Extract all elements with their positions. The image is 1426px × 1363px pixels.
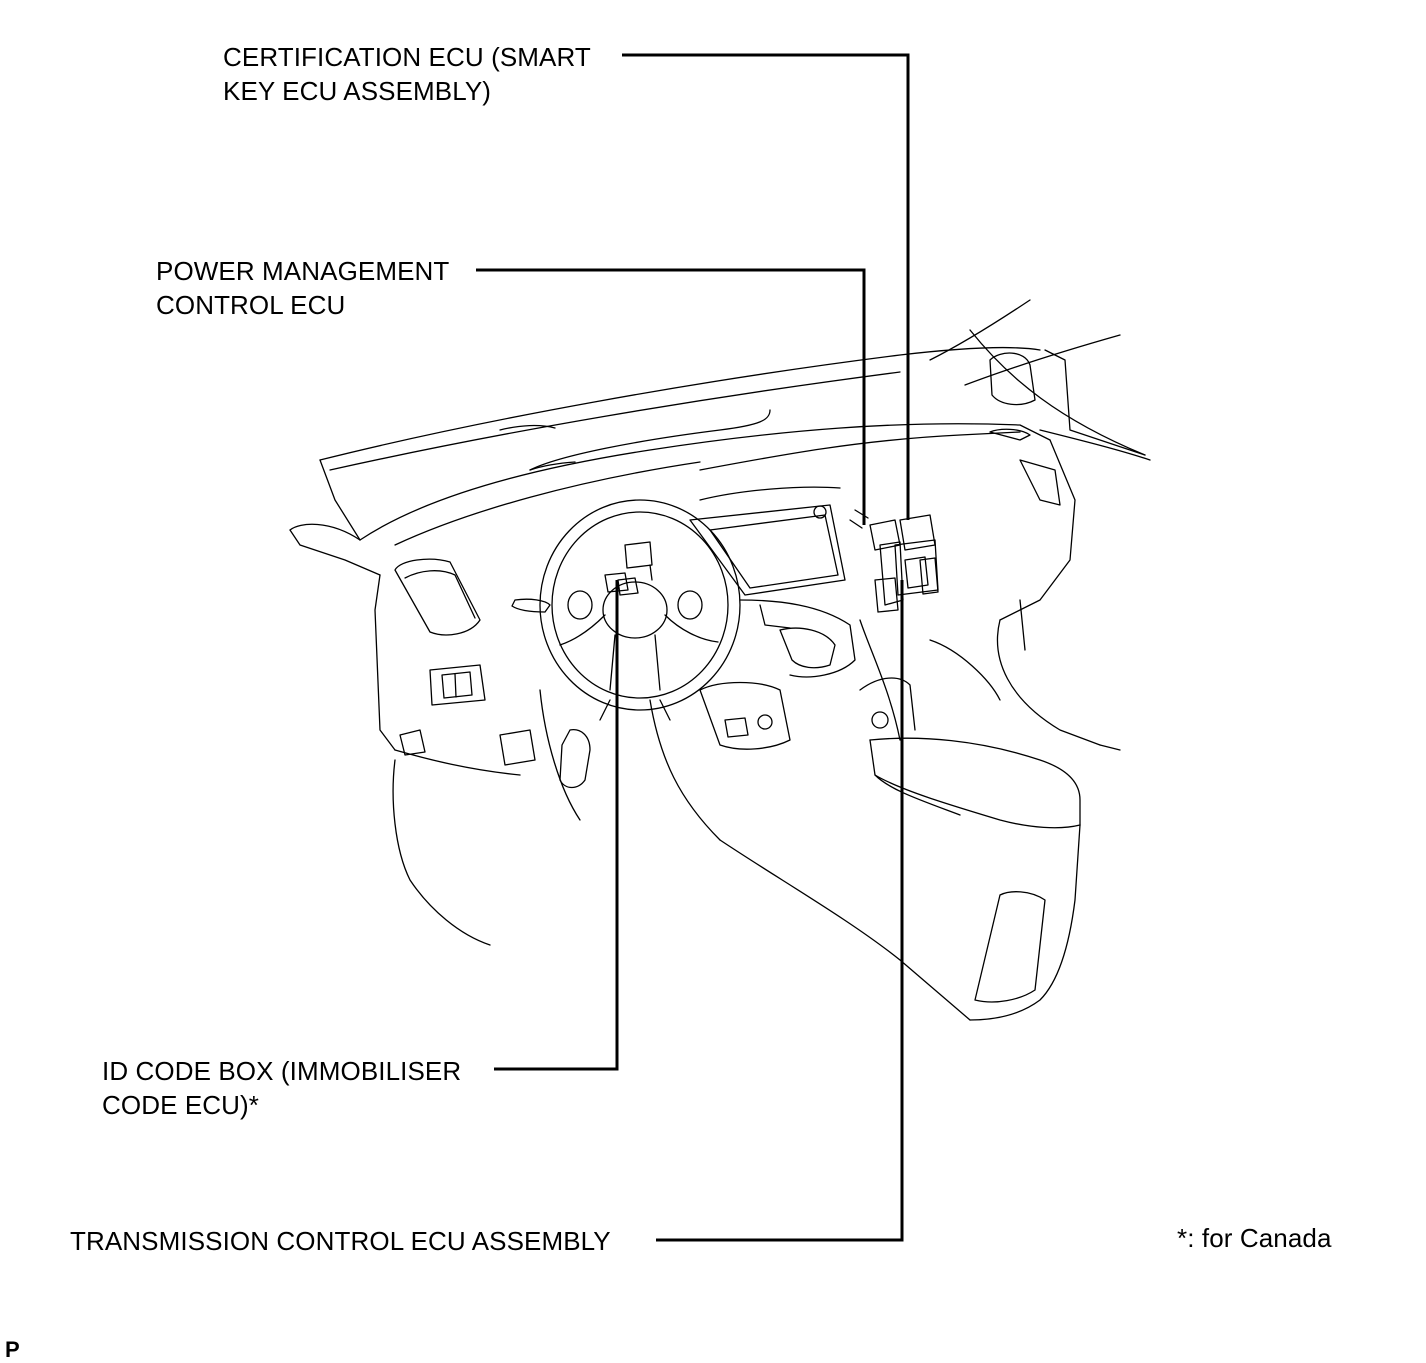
leader-certification (622, 53, 910, 520)
dashboard-outline (289, 299, 1151, 1021)
leader-power-management (476, 268, 866, 525)
leader-id-code-box (494, 580, 619, 1071)
label-power-management-ecu: POWER MANAGEMENT CONTROL ECU (156, 254, 449, 322)
footnote: *: for Canada (1177, 1223, 1332, 1253)
label-id-code-box: ID CODE BOX (IMMOBILISER CODE ECU)* (102, 1054, 461, 1122)
label-certification-line2: KEY ECU ASSEMBLY) (223, 76, 492, 106)
leader-transmission (656, 580, 904, 1242)
label-id-code-box-line1: ID CODE BOX (IMMOBILISER (102, 1056, 462, 1086)
label-certification-line1: CERTIFICATION ECU (SMART (223, 42, 591, 72)
label-power-management-line1: POWER MANAGEMENT (156, 256, 450, 286)
leader-lines (476, 53, 910, 1242)
label-id-code-box-line2: CODE ECU)* (102, 1090, 260, 1120)
corner-mark: P (5, 1337, 20, 1362)
label-certification-ecu: CERTIFICATION ECU (SMART KEY ECU ASSEMBL… (223, 40, 591, 108)
label-transmission-line1: TRANSMISSION CONTROL ECU ASSEMBLY (70, 1226, 611, 1256)
label-transmission-ecu: TRANSMISSION CONTROL ECU ASSEMBLY (70, 1224, 611, 1258)
label-power-management-line2: CONTROL ECU (156, 290, 346, 320)
